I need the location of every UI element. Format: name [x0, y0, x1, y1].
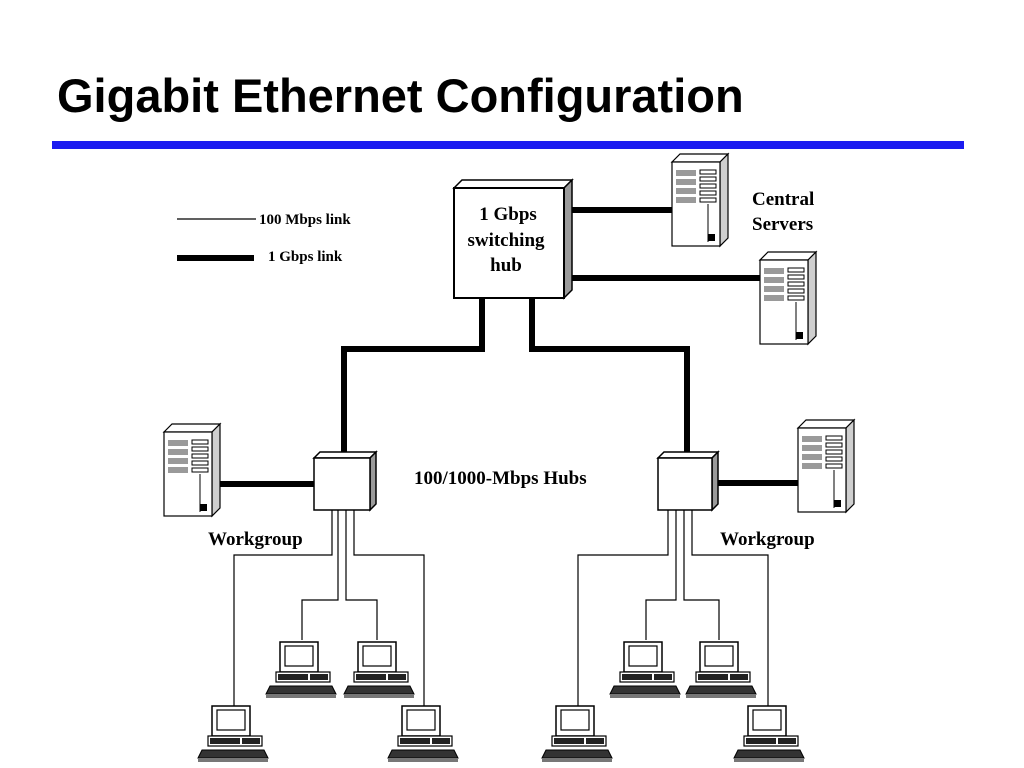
workstation-icon-right-4	[733, 705, 805, 763]
right-workgroup-label: Workgroup	[720, 529, 815, 550]
fast-ethernet-links	[233, 508, 769, 712]
central-server-2-icon	[759, 251, 817, 345]
link-left-2	[301, 508, 339, 640]
switch-hub-line2: switching	[467, 230, 545, 251]
left-workgroup-label: Workgroup	[208, 529, 303, 550]
left-workgroup-server-icon	[163, 423, 221, 517]
central-servers-label-line2: Servers	[752, 214, 813, 235]
workstation-icon-right-1	[541, 705, 613, 763]
legend: 100 Mbps link 1 Gbps link	[177, 212, 351, 265]
left-hub	[312, 450, 378, 512]
link-left-4	[353, 508, 425, 708]
link-switch-to-right-hub	[529, 298, 690, 452]
link-right-3	[683, 508, 720, 640]
link-left-1	[233, 508, 333, 712]
right-hub	[656, 450, 720, 512]
page-title: Gigabit Ethernet Configuration	[57, 69, 744, 122]
link-switch-to-left-hub	[341, 298, 485, 452]
switch-hub-line3: hub	[490, 255, 522, 276]
hubs-label: 100/1000-Mbps Hubs	[414, 468, 587, 489]
link-right-1	[577, 508, 669, 708]
switch-hub-line1: 1 Gbps	[479, 204, 537, 225]
gigabit-links	[220, 207, 803, 487]
workstation-icon-right-2	[609, 641, 681, 699]
legend-thin-label: 100 Mbps link	[259, 212, 351, 228]
workstation-icon-left-4	[387, 705, 459, 763]
title-underline	[52, 141, 964, 149]
link-left-3	[345, 508, 378, 640]
workstation-icon-left-1	[197, 705, 269, 763]
link-right-4	[691, 508, 769, 708]
link-right-2	[645, 508, 677, 640]
workstation-icon-right-3	[685, 641, 757, 699]
workstation-icon-left-3	[343, 641, 415, 699]
workstation-icon-left-2	[265, 641, 337, 699]
central-servers-label-line1: Central	[752, 189, 814, 210]
right-workgroup-server-icon	[797, 419, 855, 513]
switching-hub: 1 Gbps switching hub	[452, 178, 574, 300]
central-server-1-icon	[671, 153, 729, 247]
legend-thick-label: 1 Gbps link	[268, 249, 343, 265]
